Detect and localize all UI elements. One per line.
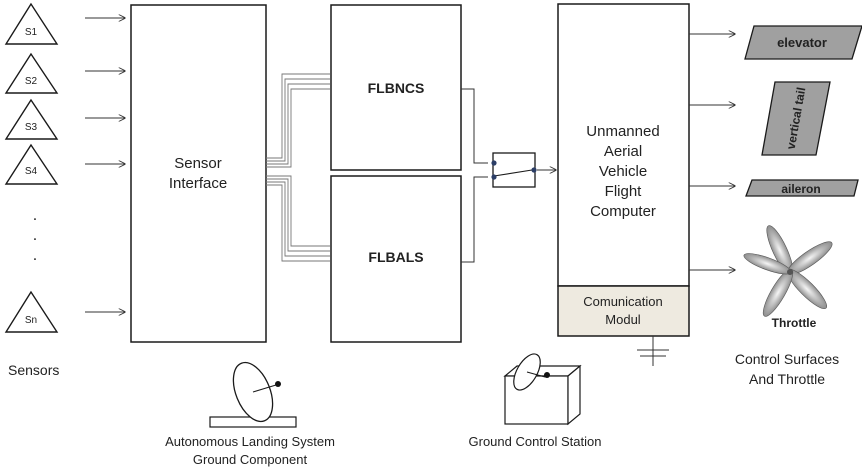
- output-arrows: [689, 34, 735, 270]
- landing-dish-icon: [209, 361, 297, 428]
- fc-line: Computer: [590, 203, 656, 220]
- landing-caption-line1: Autonomous Landing System: [165, 434, 335, 449]
- fc-line: Aerial: [604, 143, 642, 160]
- control-caption-line1: Control Surfaces: [735, 351, 839, 367]
- switch-inputs: [461, 88, 488, 263]
- ellipsis-dot: .: [33, 207, 37, 224]
- flight-computer-block: Unmanned Aerial Vehicle Flight Computer: [557, 3, 690, 287]
- sensor-label: S1: [25, 27, 38, 38]
- fc-line: Flight: [605, 183, 643, 200]
- sensor-label: S3: [25, 122, 38, 133]
- sensor-interface-line1: Sensor: [174, 155, 222, 172]
- sensor-s4: S4: [4, 143, 59, 185]
- communication-module: Comunication Modul: [557, 285, 690, 337]
- flbals-label: FLBALS: [368, 249, 423, 265]
- fc-line: Unmanned: [586, 123, 659, 140]
- comm-line1: Comunication: [583, 294, 663, 309]
- sensor-arrows: [85, 18, 125, 312]
- throttle-propeller: [743, 225, 833, 317]
- sensor-interface-line2: Interface: [169, 175, 227, 192]
- landing-caption-line2: Ground Component: [193, 452, 308, 467]
- vertical-tail-surface: vertical tail: [761, 81, 831, 156]
- sensor-label: S2: [25, 76, 38, 87]
- sensors-caption: Sensors: [8, 362, 59, 378]
- bus-lines: [266, 73, 330, 262]
- sensor-label: Sn: [25, 315, 37, 326]
- comm-line2: Modul: [605, 312, 641, 327]
- sensor-s3: S3: [4, 98, 59, 140]
- sensor-s1: S1: [4, 2, 59, 45]
- ground-station-caption: Ground Control Station: [469, 434, 602, 449]
- flbncs-block: FLBNCS: [330, 4, 462, 171]
- throttle-label: Throttle: [772, 316, 817, 330]
- selector-switch: [491, 152, 537, 188]
- flbncs-label: FLBNCS: [368, 80, 425, 96]
- ellipsis-dot: .: [33, 247, 37, 264]
- sensor-s2: S2: [4, 52, 59, 94]
- aileron-label: aileron: [781, 182, 820, 196]
- elevator-label: elevator: [777, 35, 827, 50]
- antenna-symbol: [637, 336, 669, 366]
- flbals-block: FLBALS: [330, 175, 462, 343]
- aileron-surface: aileron: [745, 179, 859, 197]
- sensor-sn: Sn: [4, 290, 59, 333]
- sensor-interface-block: Sensor Interface: [130, 4, 267, 343]
- elevator-surface: elevator: [744, 25, 862, 60]
- ellipsis-dot: .: [33, 227, 37, 244]
- sensor-label: S4: [25, 166, 38, 177]
- fc-line: Vehicle: [599, 163, 647, 180]
- ground-station-icon: [503, 353, 582, 426]
- control-caption-line2: And Throttle: [749, 371, 825, 387]
